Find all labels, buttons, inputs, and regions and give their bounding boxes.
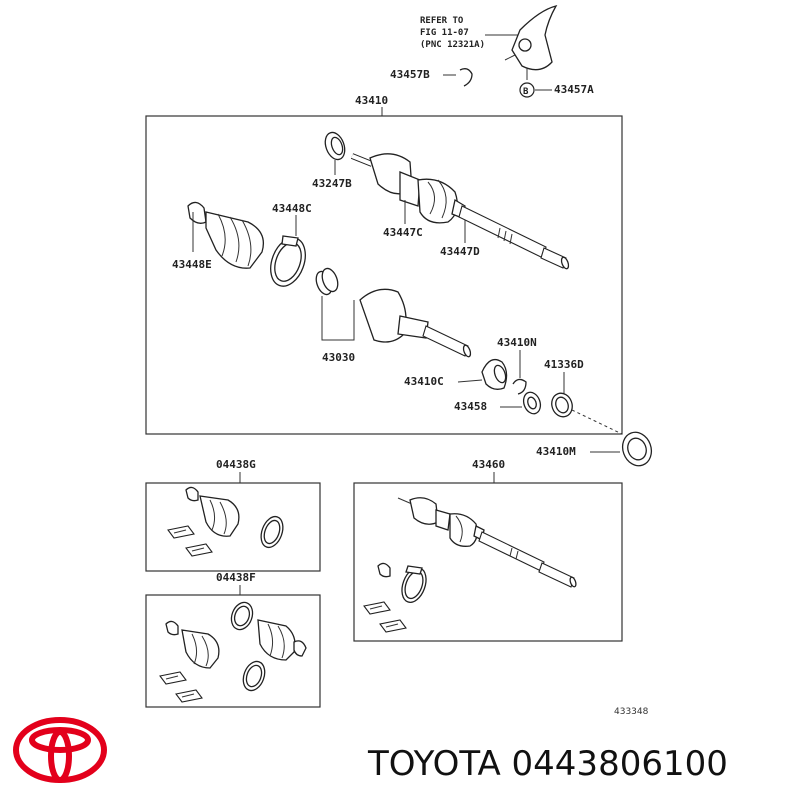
circle-b-letter: B bbox=[523, 87, 529, 97]
callout-43458: 43458 bbox=[454, 400, 487, 413]
callout-43457A: 43457A bbox=[554, 83, 594, 96]
refer-note-line-2: FIG 11-07 bbox=[420, 28, 469, 38]
kit-frame-04438F bbox=[145, 594, 321, 708]
callout-43457B: 43457B bbox=[390, 68, 430, 81]
leader-43030-bracket bbox=[321, 296, 355, 341]
inboard-joint-43030-drawing bbox=[315, 267, 472, 358]
assembly-43460-drawing bbox=[363, 497, 577, 633]
callout-43030: 43030 bbox=[322, 351, 355, 364]
dashed-leader-43410M bbox=[571, 409, 623, 435]
circle-b-marker bbox=[519, 82, 535, 98]
callout-43447C: 43447C bbox=[383, 226, 423, 239]
refer-note: REFER TO FIG 11-07 (PNC 12321A) bbox=[420, 16, 485, 50]
callout-43247B: 43247B bbox=[312, 177, 352, 190]
callout-43410: 43410 bbox=[355, 94, 388, 107]
snap-ring-43457B-drawing bbox=[459, 68, 473, 87]
callout-43447D: 43447D bbox=[440, 245, 480, 258]
assembly-frame-43410 bbox=[145, 115, 623, 435]
callout-04438F: 04438F bbox=[216, 571, 256, 584]
part-43247B-drawing bbox=[324, 131, 346, 161]
kit-frame-04438G bbox=[145, 482, 321, 572]
refer-note-line-3: (PNC 12321A) bbox=[420, 40, 485, 50]
callout-43410M: 43410M bbox=[536, 445, 576, 458]
brand-caption: TOYOTA 0443806100 bbox=[367, 744, 728, 784]
callout-43460: 43460 bbox=[472, 458, 505, 471]
callout-41336D: 41336D bbox=[544, 358, 584, 371]
refer-note-line-1: REFER TO bbox=[420, 16, 464, 26]
toyota-logo-vertical-ellipse bbox=[48, 729, 72, 783]
kit-04438F-contents-drawing bbox=[159, 601, 307, 703]
seal-41336D-drawing bbox=[551, 392, 573, 418]
callout-43410N: 43410N bbox=[497, 336, 537, 349]
callout-43410C: 43410C bbox=[404, 375, 444, 388]
figure-number: 433348 bbox=[614, 707, 649, 717]
callout-04438G: 04438G bbox=[216, 458, 256, 471]
boot-clamp-drawing bbox=[270, 235, 306, 287]
outboard-joint-shaft-drawing bbox=[350, 153, 570, 270]
callout-43448C: 43448C bbox=[272, 202, 312, 215]
assembly-frame-43460 bbox=[353, 482, 623, 642]
leader-43410C bbox=[457, 379, 483, 383]
toyota-logo bbox=[13, 717, 107, 783]
kit-04438G-contents-drawing bbox=[167, 486, 284, 557]
snap-ring-43410N-drawing bbox=[512, 378, 527, 395]
knuckle-bracket-drawing bbox=[504, 4, 558, 80]
bearing-43410C-drawing bbox=[481, 358, 508, 390]
callout-43448E: 43448E bbox=[172, 258, 212, 271]
seal-43458-drawing bbox=[522, 391, 542, 415]
ring-43410M-drawing bbox=[621, 431, 653, 467]
